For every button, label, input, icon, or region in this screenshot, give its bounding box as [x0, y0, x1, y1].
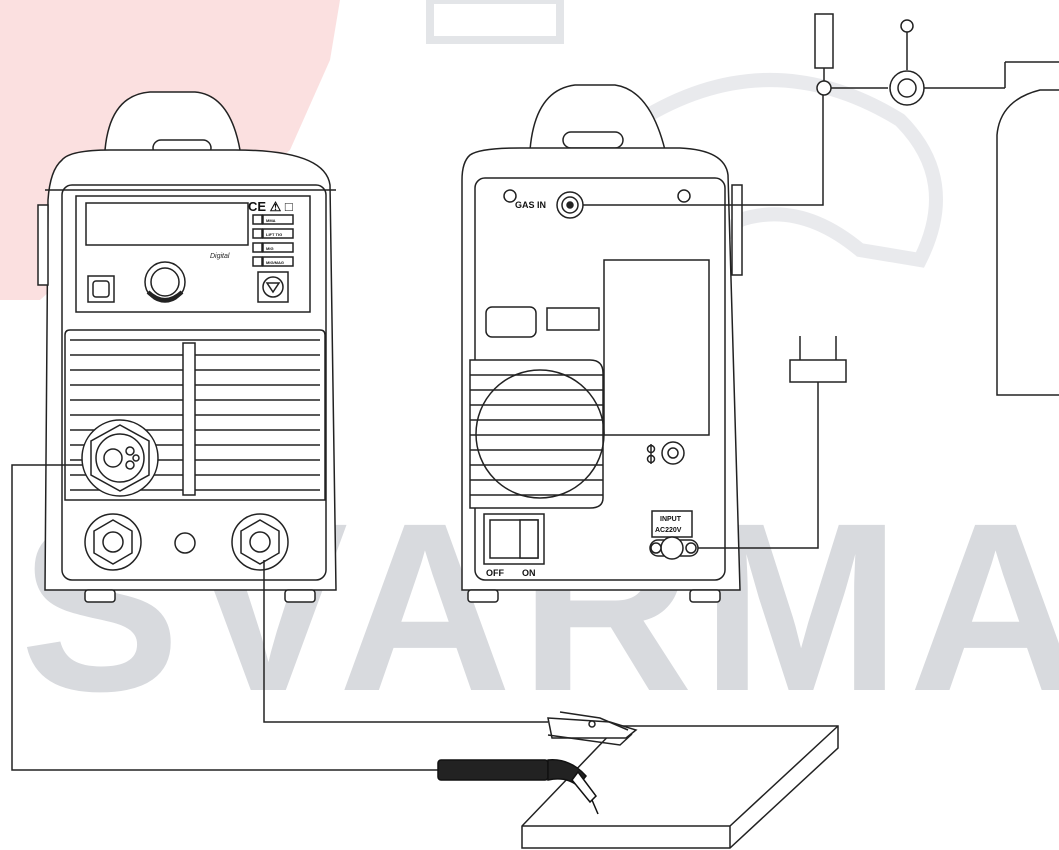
front-remote-socket [174, 532, 196, 554]
torch-socket [81, 419, 159, 497]
front-inner-frame [61, 184, 327, 581]
front-mode-label-2: LIFT TIG [266, 232, 282, 237]
terminal-negative [84, 513, 142, 571]
power-inlet [649, 536, 699, 560]
watermark-top-box [426, 0, 564, 44]
front-machine [37, 91, 337, 603]
front-foot-right [284, 589, 316, 603]
input-label-line2: AC220V [655, 527, 682, 534]
rear-handle-slot [562, 131, 624, 149]
ground-icon [646, 441, 685, 465]
power-cable [698, 336, 847, 549]
rear-input-label-box [651, 510, 693, 538]
gas-in-label: GAS IN [515, 200, 546, 210]
welding-cables [11, 464, 548, 771]
gas-supply [583, 13, 1059, 396]
power-cord [698, 382, 819, 549]
mode-box-4 [262, 256, 294, 267]
rear-foot-right [689, 589, 721, 603]
torch-cable [11, 464, 440, 771]
mode-box-2 [262, 228, 294, 239]
gas-cylinder-icon [996, 89, 1059, 396]
rear-side-bar [731, 184, 743, 276]
earth-clamp-icon [547, 711, 638, 746]
input-label-line1: INPUT [660, 516, 682, 523]
mode-led-2 [252, 228, 263, 239]
rear-label-b [546, 307, 600, 331]
rear-screw-left [503, 189, 517, 203]
front-vents [64, 329, 326, 501]
rear-handle [529, 84, 666, 151]
mig-torch-icon [437, 759, 599, 815]
rear-rating-plate [603, 259, 710, 436]
mode-led-1 [252, 214, 263, 225]
mode-selector [252, 214, 294, 267]
earth-cable [263, 560, 548, 723]
gas-hose [583, 90, 824, 206]
gas-regulator-icon [889, 19, 1059, 106]
workpiece [521, 725, 839, 849]
front-cert-marks: CE ⚠ □ [248, 199, 293, 214]
front-display [85, 202, 249, 246]
terminal-positive [231, 513, 289, 571]
rear-foot-left [467, 589, 499, 603]
power-plug-icon [789, 336, 847, 383]
gas-in-connector [556, 191, 584, 219]
front-foot-left [84, 589, 116, 603]
front-mode-label-3: MIG [266, 246, 274, 251]
mode-box-1 [262, 214, 294, 225]
rear-machine [461, 84, 743, 603]
rear-label-a [485, 306, 537, 338]
front-side-bar [37, 204, 49, 286]
mode-box-3 [262, 242, 294, 253]
rear-screw-right [677, 189, 691, 203]
front-mode-label-4: MIG/MAG [266, 260, 284, 265]
mode-led-3 [252, 242, 263, 253]
power-on-label: ON [522, 568, 536, 578]
rear-fan-grille [469, 359, 605, 509]
flow-meter-icon [814, 13, 834, 69]
front-mode-label-1: MMA [266, 218, 276, 223]
power-switch [483, 513, 545, 565]
mode-led-4 [252, 256, 263, 267]
power-off-label: OFF [486, 568, 504, 578]
front-brand-badge: Digital [210, 253, 230, 260]
front-handle [104, 91, 241, 151]
